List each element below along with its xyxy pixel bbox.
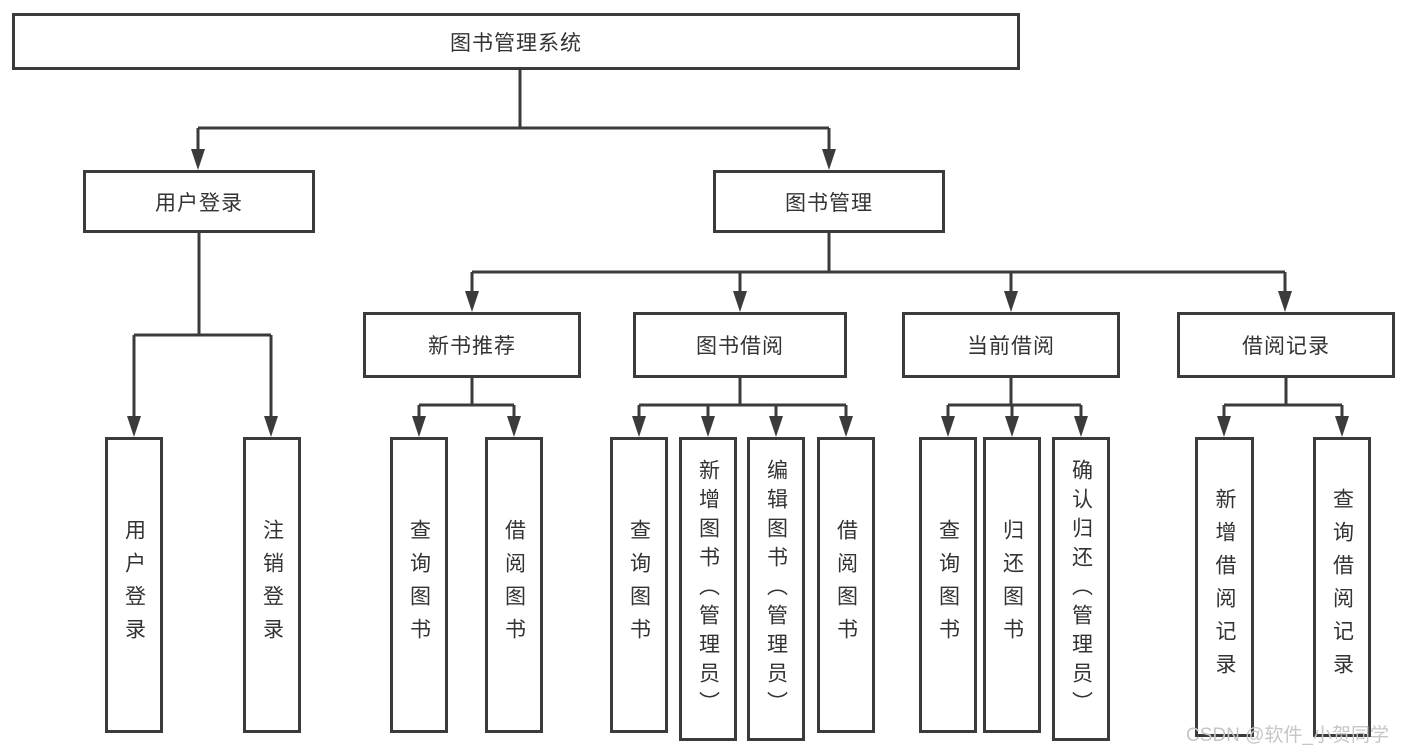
node-book-borrowing-label: 图书借阅 <box>696 335 784 358</box>
leaf-confirm-return-admin: 确认归还（管理员） <box>1052 437 1110 741</box>
leaf-add-books-admin: 新增图书（管理员） <box>679 437 737 741</box>
node-book-management: 图书管理 <box>713 170 945 233</box>
node-new-book-recommend: 新书推荐 <box>363 312 581 378</box>
node-borrowing-records-label: 借阅记录 <box>1242 335 1330 358</box>
leaf-logout-label: 注销登录 <box>260 519 284 651</box>
leaf-query-borrow-record-label: 查询借阅记录 <box>1330 488 1354 686</box>
leaf-query-books-recommend-label: 查询图书 <box>407 519 431 651</box>
connector-book-management-to-children <box>465 232 1292 312</box>
connector-user-login-to-children <box>127 232 278 437</box>
connector-borrowing-records-to-children <box>1217 378 1349 437</box>
node-root: 图书管理系统 <box>12 13 1020 70</box>
node-book-management-label: 图书管理 <box>785 191 873 215</box>
leaf-add-borrow-record-label: 新增借阅记录 <box>1213 488 1236 686</box>
leaf-add-borrow-record: 新增借阅记录 <box>1195 437 1254 737</box>
leaf-query-books-current: 查询图书 <box>919 437 977 733</box>
connector-book-borrowing-to-children <box>632 378 853 437</box>
leaf-borrow-books-recommend: 借阅图书 <box>485 437 543 733</box>
leaf-query-books-borrowing: 查询图书 <box>610 437 668 733</box>
leaf-edit-books-admin-label: 编辑图书（管理员） <box>764 458 788 720</box>
node-current-borrowing-label: 当前借阅 <box>967 335 1055 358</box>
node-borrowing-records: 借阅记录 <box>1177 312 1395 378</box>
leaf-return-books-label: 归还图书 <box>1000 519 1024 651</box>
leaf-confirm-return-admin-label: 确认归还（管理员） <box>1069 458 1093 720</box>
connector-current-borrowing-to-children <box>941 378 1088 437</box>
leaf-return-books: 归还图书 <box>983 437 1041 733</box>
connector-new-book-recommend-to-children <box>412 378 521 437</box>
node-new-book-recommend-label: 新书推荐 <box>428 335 516 358</box>
csdn-watermark: CSDN @软件_小贺同学 <box>1186 725 1389 746</box>
leaf-edit-books-admin: 编辑图书（管理员） <box>747 437 805 741</box>
node-root-label: 图书管理系统 <box>450 31 582 55</box>
leaf-logout: 注销登录 <box>243 437 301 733</box>
connector-root-to-level2 <box>191 68 836 170</box>
leaf-borrow-books-borrowing-label: 借阅图书 <box>834 519 858 651</box>
leaf-query-borrow-record: 查询借阅记录 <box>1313 437 1371 737</box>
node-current-borrowing: 当前借阅 <box>902 312 1120 378</box>
node-user-login-label: 用户登录 <box>155 191 243 215</box>
node-book-borrowing: 图书借阅 <box>633 312 847 378</box>
node-user-login: 用户登录 <box>83 170 315 233</box>
leaf-query-books-borrowing-label: 查询图书 <box>627 519 651 651</box>
leaf-user-login: 用户登录 <box>105 437 163 733</box>
leaf-borrow-books-recommend-label: 借阅图书 <box>502 519 526 651</box>
leaf-query-books-current-label: 查询图书 <box>936 519 960 651</box>
leaf-borrow-books-borrowing: 借阅图书 <box>817 437 875 733</box>
leaf-add-books-admin-label: 新增图书（管理员） <box>696 458 720 720</box>
leaf-user-login-label: 用户登录 <box>122 519 146 651</box>
leaf-query-books-recommend: 查询图书 <box>390 437 448 733</box>
